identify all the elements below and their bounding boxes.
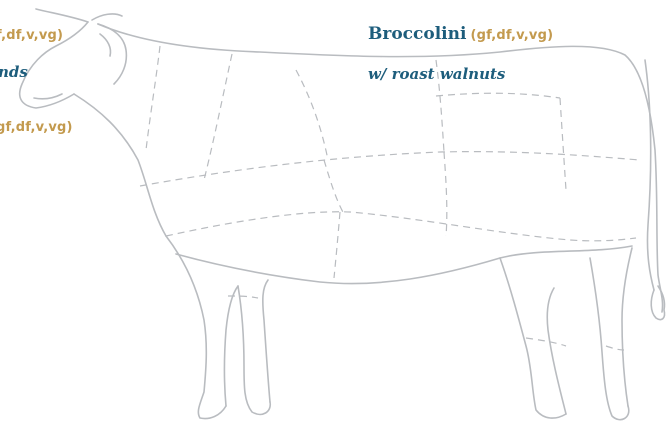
dish-description: nds (0, 63, 28, 81)
menu-item-broccolini: Broccolini (gf,df,v,vg) (368, 26, 553, 43)
menu-item-cut-off-top: f,df,v,vg) (0, 26, 63, 42)
menu-item-cut-off-top-desc: nds (0, 64, 28, 80)
menu-item-cut-off-middle: gf,df,v,vg) (0, 118, 73, 134)
dish-description: w/ roast walnuts (368, 65, 505, 83)
dietary-tags: f,df,v,vg) (0, 28, 63, 43)
dietary-tags: (gf,df,v,vg) (470, 28, 553, 43)
dish-name: Broccolini (368, 24, 466, 44)
menu-item-broccolini-desc: w/ roast walnuts (368, 66, 505, 82)
dietary-tags: gf,df,v,vg) (0, 120, 73, 135)
